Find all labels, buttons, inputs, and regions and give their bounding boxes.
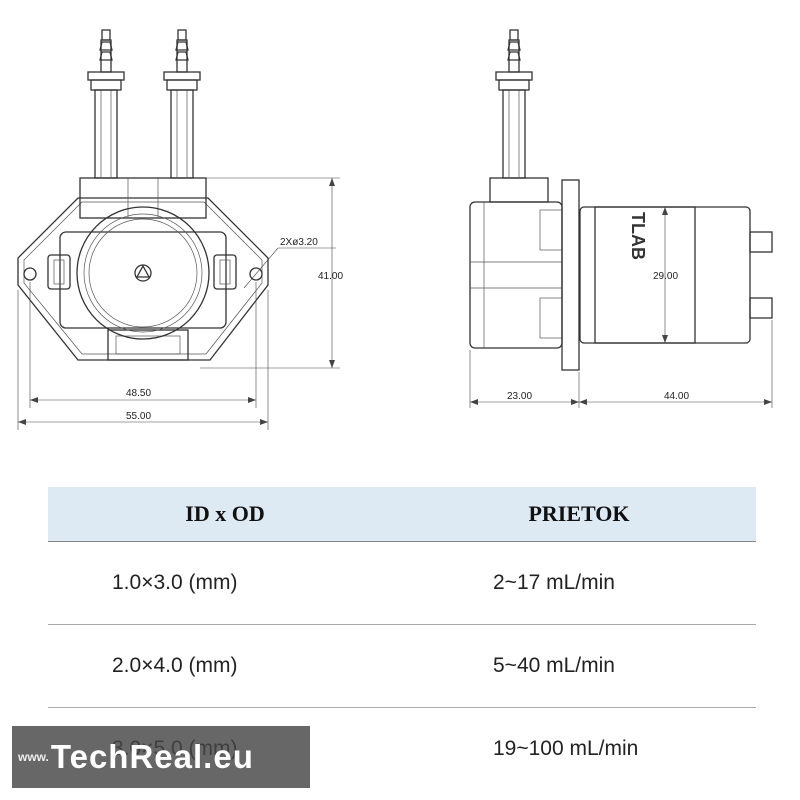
table-cell-flow-rate: 5~40 mL/min [493, 654, 615, 677]
mounting-plate [17, 197, 269, 361]
tube-barb-left [87, 29, 125, 179]
hole-callout-label: 2Xø3.20 [280, 237, 318, 248]
tube-barb-side [495, 29, 533, 179]
mounting-hole-left [23, 267, 37, 281]
motor-diameter-dim-label: 29.00 [653, 271, 678, 282]
mounting-hole-right [249, 267, 263, 281]
watermark: www. TechReal.eu [12, 726, 310, 788]
watermark-brand: TechReal.eu [50, 738, 254, 775]
table-cell-tube-size: 1.0×3.0 (mm) [112, 571, 238, 594]
technical-drawing: 41.00 2Xø3.20 48.50 55.00 [17, 29, 773, 430]
motor-length-dim-label: 44.00 [664, 391, 689, 402]
watermark-prefix: www. [18, 750, 49, 764]
tube-clip-left [47, 254, 71, 290]
tube-barb-right [163, 29, 201, 179]
pump-head-rotor-housing [76, 206, 210, 340]
pump-head-depth-dim-label: 23.00 [507, 391, 532, 402]
table-cell-flow-rate: 2~17 mL/min [493, 571, 615, 594]
front-view: 41.00 2Xø3.20 48.50 55.00 [17, 29, 343, 430]
column-header-id-od: ID x OD [185, 501, 265, 526]
tube-clip-right [213, 254, 237, 290]
table-cell-flow-rate: 19~100 mL/min [493, 737, 639, 760]
brand-text: TLAB [628, 212, 648, 260]
table-header-row: ID x OD PRIETOK [48, 487, 756, 542]
outer-width-dim-label: 55.00 [126, 411, 151, 422]
table-row: 1.0×3.0 (mm) 2~17 mL/min [48, 542, 756, 625]
table-row: 2.0×4.0 (mm) 5~40 mL/min [48, 625, 756, 708]
inner-width-dim-label: 48.50 [126, 388, 151, 399]
column-header-prietok: PRIETOK [528, 501, 630, 526]
spec-table: ID x OD PRIETOK 1.0×3.0 (mm) 2~17 mL/min… [48, 487, 756, 790]
height-dim-label: 41.00 [318, 271, 343, 282]
rotor-hub [134, 264, 152, 282]
mounting-flange [561, 179, 580, 371]
table-cell-tube-size: 2.0×4.0 (mm) [112, 654, 238, 677]
side-view: TLAB 29.00 23.00 44.00 [469, 29, 773, 408]
